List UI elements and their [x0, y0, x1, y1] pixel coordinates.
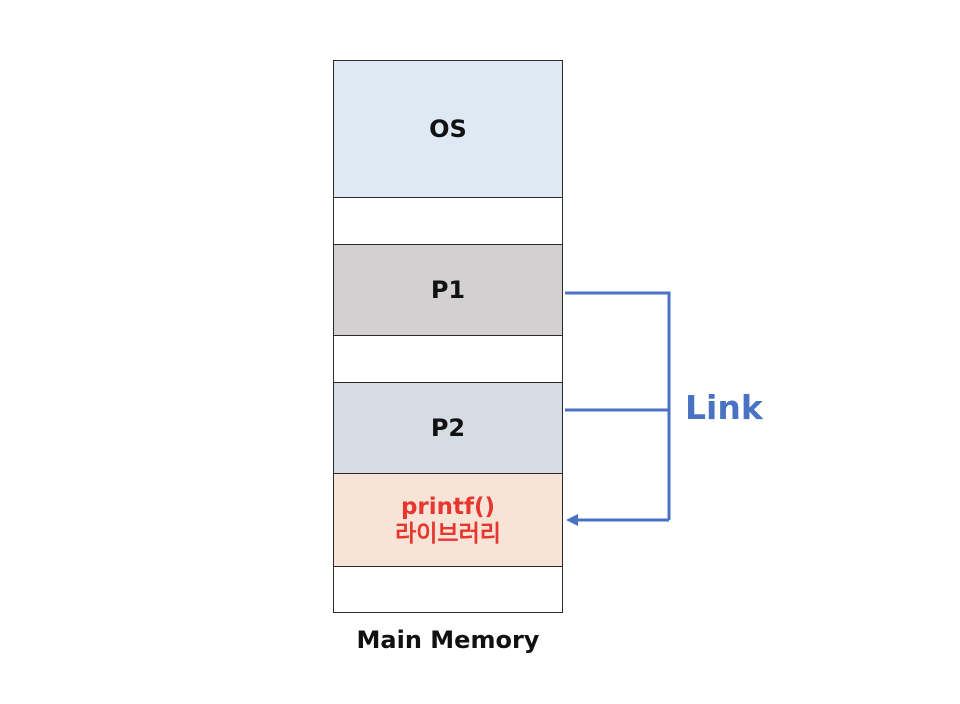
p2-block: P2: [333, 382, 563, 475]
p2-label: P2: [430, 413, 466, 442]
library-block: printf() 라이브러리: [333, 473, 563, 568]
os-label: OS: [429, 114, 467, 143]
library-label-line2: 라이브러리: [395, 520, 501, 547]
p1-link-line: [565, 291, 671, 520]
main-memory-caption: Main Memory: [356, 626, 540, 654]
library-label-line1: printf(): [400, 494, 496, 521]
os-block: OS: [333, 60, 563, 199]
p1-label: P1: [430, 275, 466, 304]
link-label: Link: [685, 388, 763, 427]
p1-block: P1: [333, 244, 563, 337]
free-space-block: [333, 566, 563, 613]
arrowhead-icon: [566, 514, 578, 526]
